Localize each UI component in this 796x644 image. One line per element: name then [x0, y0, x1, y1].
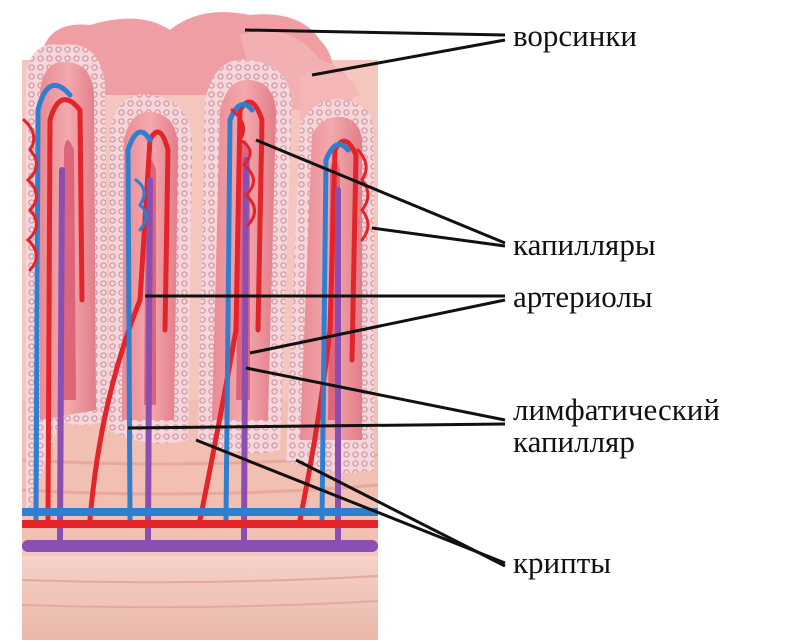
label-villi: ворсинки: [513, 19, 637, 53]
leader-capillaries-2: [372, 228, 505, 246]
leader-villi-2: [312, 40, 505, 75]
label-arterioles: артериолы: [513, 280, 653, 314]
label-lymph-line2: капилляр: [513, 425, 635, 459]
label-capillaries: капилляры: [513, 228, 656, 262]
muscle-layer: [22, 556, 378, 640]
label-crypts: крипты: [513, 546, 611, 580]
label-lymph-line1: лимфатический: [513, 393, 720, 427]
